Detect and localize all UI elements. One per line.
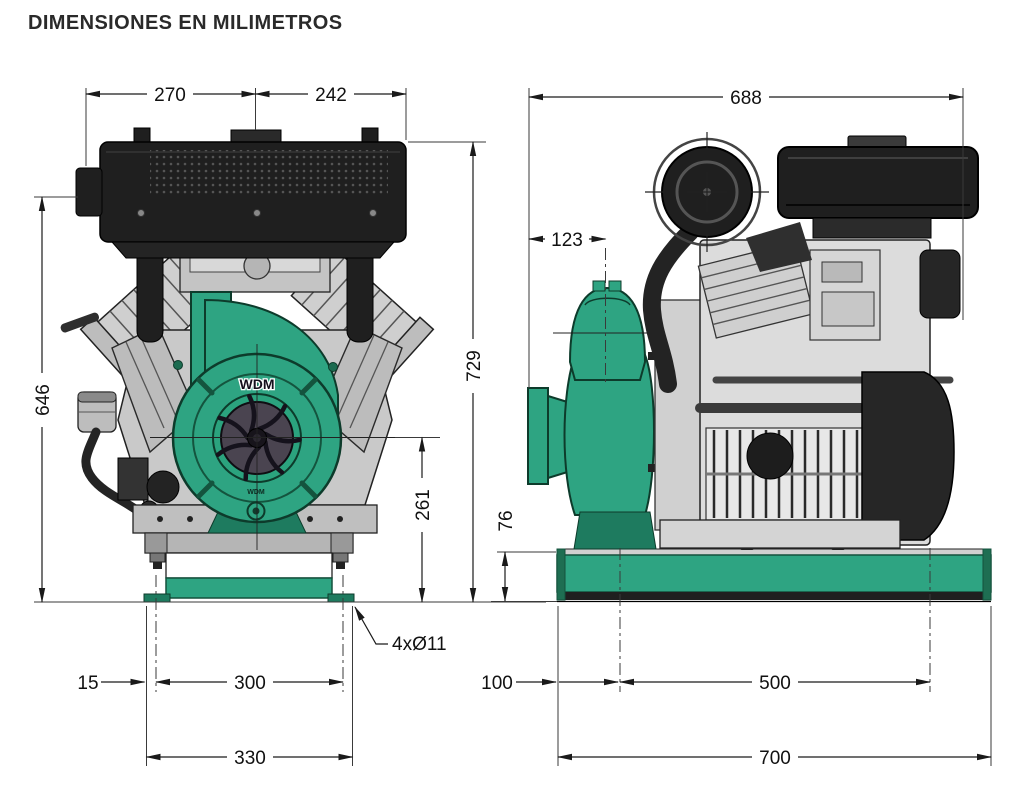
throttle-lever <box>60 312 100 333</box>
base-foot-left <box>143 593 171 603</box>
oil-fill-cap <box>746 432 794 480</box>
intake-hose <box>642 223 699 393</box>
dim-100: 100 <box>481 673 513 694</box>
dim-261: 261 <box>413 489 434 521</box>
fuel-tank <box>777 135 979 239</box>
mounting-rail-front <box>144 532 354 569</box>
muffler-outlet-port <box>75 167 103 217</box>
discharge-dome <box>568 286 647 381</box>
pump-bracket <box>573 511 657 550</box>
air-filter-centermarks <box>645 132 769 252</box>
leader-mount-holes <box>354 606 388 645</box>
starter-box-side <box>919 249 961 319</box>
pump-logo: WDM <box>240 376 275 392</box>
base-foot-right <box>327 593 355 603</box>
volute-face-hole-left <box>173 360 183 370</box>
suction-flange <box>527 387 549 485</box>
dim-123: 123 <box>551 230 583 251</box>
muffler-perforations <box>150 150 388 196</box>
mount-bolt-left <box>149 552 166 563</box>
discharge-flange-tab <box>592 280 606 292</box>
flywheel-housing <box>861 371 955 541</box>
discharge-flange-tab <box>608 280 622 292</box>
dim-300: 300 <box>234 673 266 694</box>
intake-elbow <box>746 222 812 272</box>
dim-242: 242 <box>315 85 347 106</box>
dim-4xO11: 4xØ11 <box>392 634 447 655</box>
front-view: WDM WDM 270 242 646 <box>31 84 546 769</box>
pump-logo-small: WDM <box>247 489 265 496</box>
muffler-screws <box>137 209 377 217</box>
dim-688: 688 <box>730 88 762 109</box>
pump-side <box>527 280 712 550</box>
dim-330: 330 <box>234 748 266 769</box>
engine-foot <box>659 519 901 549</box>
engine-side <box>654 239 961 549</box>
mount-bolt-right <box>332 552 349 563</box>
front-view-dimensions: 270 242 646 729 261 4xØ11 15 <box>31 84 546 769</box>
volute-face-hole-right <box>328 362 338 372</box>
dim-76: 76 <box>496 510 517 531</box>
side-view-dimensions: 688 123 76 100 500 700 <box>481 87 992 769</box>
air-filter <box>645 132 769 252</box>
fuel-hose <box>81 427 147 519</box>
drawing-title: DIMENSIONES EN MILIMETROS <box>28 12 342 34</box>
base-channel-front <box>165 577 333 599</box>
dim-270: 270 <box>154 85 186 106</box>
pump-front: WDM WDM <box>150 291 440 550</box>
muffler <box>75 127 407 259</box>
dim-729: 729 <box>464 350 485 382</box>
dim-646: 646 <box>33 384 54 416</box>
tank-support <box>812 217 932 239</box>
side-view: 688 123 76 100 500 700 <box>481 87 992 769</box>
base-web-front <box>165 552 333 579</box>
base-rail-side <box>556 543 992 603</box>
dim-700: 700 <box>759 748 791 769</box>
dim-500: 500 <box>759 673 791 694</box>
volute-ribs <box>196 377 318 499</box>
dim-15: 15 <box>77 673 98 694</box>
oil-filter <box>77 391 117 433</box>
